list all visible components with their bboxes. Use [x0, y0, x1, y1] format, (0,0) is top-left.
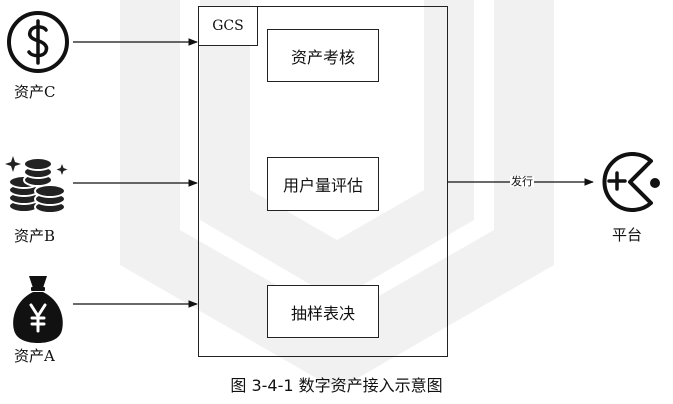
- gamepad-pacman-icon: [602, 152, 660, 212]
- gcs-label: GCS: [198, 6, 258, 46]
- platform-label: 平台: [612, 226, 643, 244]
- asset-c-label: 资产C: [14, 83, 56, 101]
- step-asset-review: 资产考核: [267, 29, 379, 82]
- asset-b-label: 资产B: [14, 227, 56, 245]
- asset-a-label: 资产A: [14, 347, 55, 365]
- issue-edge-label: 发行: [510, 175, 534, 188]
- step-sampling-vote: 抽样表决: [267, 285, 379, 338]
- coin-stack-icon: [8, 157, 66, 214]
- step-user-evaluation: 用户量评估: [267, 157, 379, 211]
- yen-moneybag-icon: [13, 276, 63, 343]
- gcs-container: [198, 6, 448, 357]
- dollar-coin-icon: [7, 11, 69, 73]
- figure-caption: 图 3-4-1 数字资产接入示意图: [230, 376, 443, 395]
- sparkle-icon: [5, 156, 68, 175]
